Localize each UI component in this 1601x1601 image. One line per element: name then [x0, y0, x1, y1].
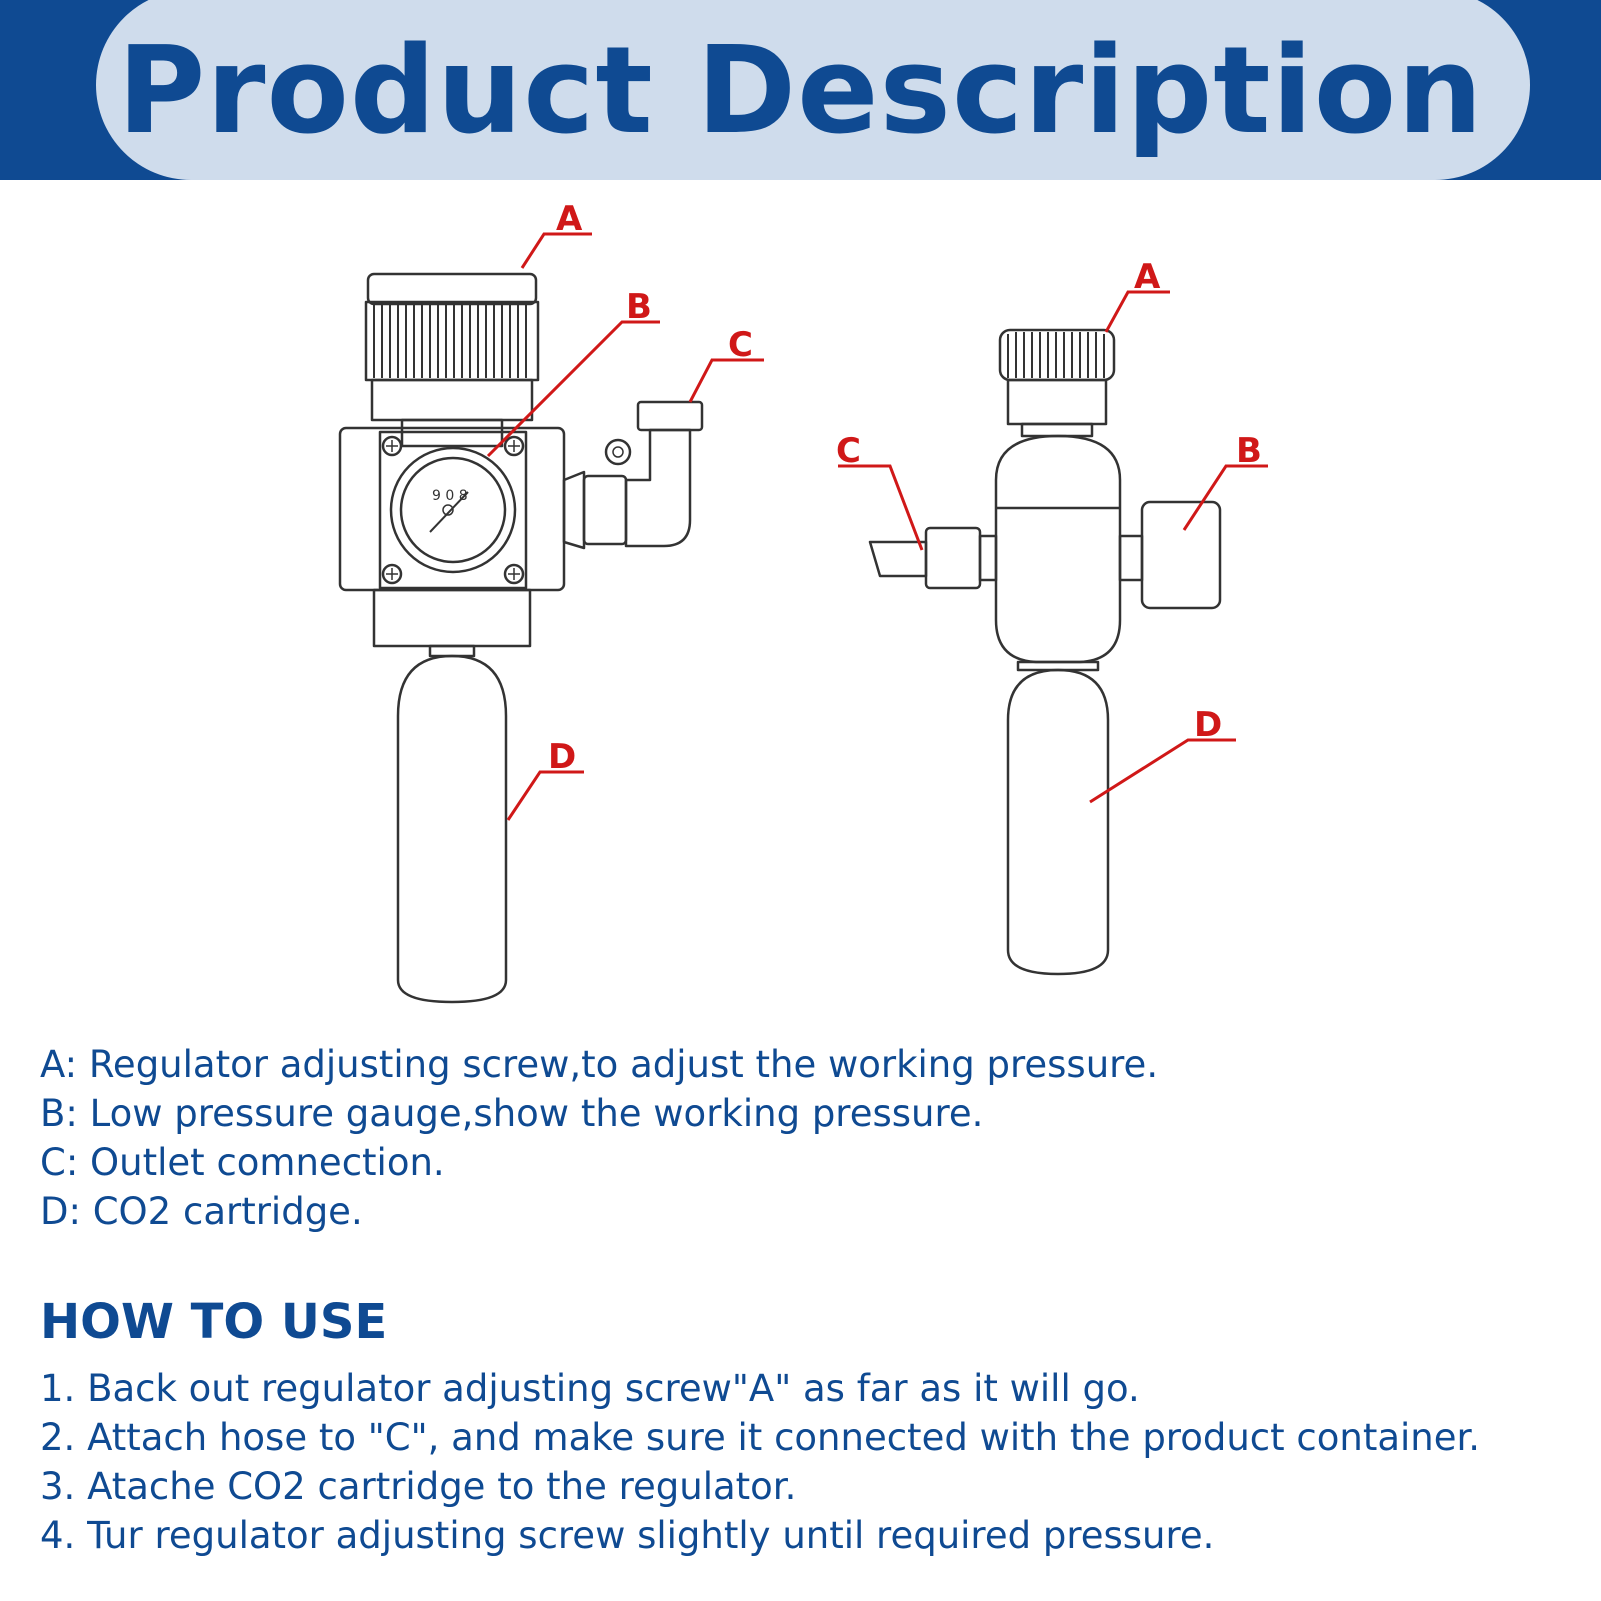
step-item: 4. Tur regulator adjusting screw slightl… — [40, 1514, 1215, 1557]
side-view-regulator — [868, 328, 1222, 976]
front-callout-b-line — [486, 320, 660, 458]
page-title: Product Description — [117, 22, 1484, 161]
front-view-regulator: 9 0 8 — [338, 272, 704, 1004]
how-to-use-steps: 1. Back out regulator adjusting screw"A"… — [40, 1364, 1580, 1560]
how-to-use-heading: HOW TO USE — [40, 1294, 388, 1350]
step-item: 1. Back out regulator adjusting screw"A"… — [40, 1367, 1140, 1410]
side-callout-b-line — [1182, 464, 1268, 531]
side-callout-d-line — [1089, 738, 1236, 804]
part-item-c: C: Outlet comnection. — [40, 1141, 445, 1184]
front-callout-c: C — [728, 325, 753, 365]
side-callout-d: D — [1194, 705, 1222, 745]
side-callout-a: A — [1134, 257, 1161, 297]
side-callout-c-line — [838, 464, 924, 551]
svg-text:9 0 8: 9 0 8 — [432, 488, 468, 504]
step-item: 3. Atache CO2 cartridge to the regulator… — [40, 1465, 797, 1508]
front-callout-a-line — [520, 232, 592, 269]
step-item: 2. Attach hose to "C", and make sure it … — [40, 1416, 1481, 1459]
front-callout-b: B — [626, 287, 652, 327]
parts-list: A: Regulator adjusting screw,to adjust t… — [40, 1040, 1560, 1236]
side-callout-a-line — [1104, 290, 1170, 333]
side-callout-b: B — [1236, 431, 1262, 471]
part-item-b: B: Low pressure gauge,show the working p… — [40, 1092, 984, 1135]
side-callout-c: C — [836, 431, 861, 471]
front-callout-d: D — [548, 737, 576, 777]
front-callout-d-line — [506, 770, 584, 821]
regulator-diagram: 9 0 8 — [338, 199, 1268, 1004]
front-callout-c-line — [688, 358, 764, 403]
part-item-d: D: CO2 cartridge. — [40, 1190, 363, 1233]
header-pill — [96, 0, 1530, 180]
part-item-a: A: Regulator adjusting screw,to adjust t… — [40, 1043, 1159, 1086]
front-callout-a: A — [556, 199, 583, 239]
